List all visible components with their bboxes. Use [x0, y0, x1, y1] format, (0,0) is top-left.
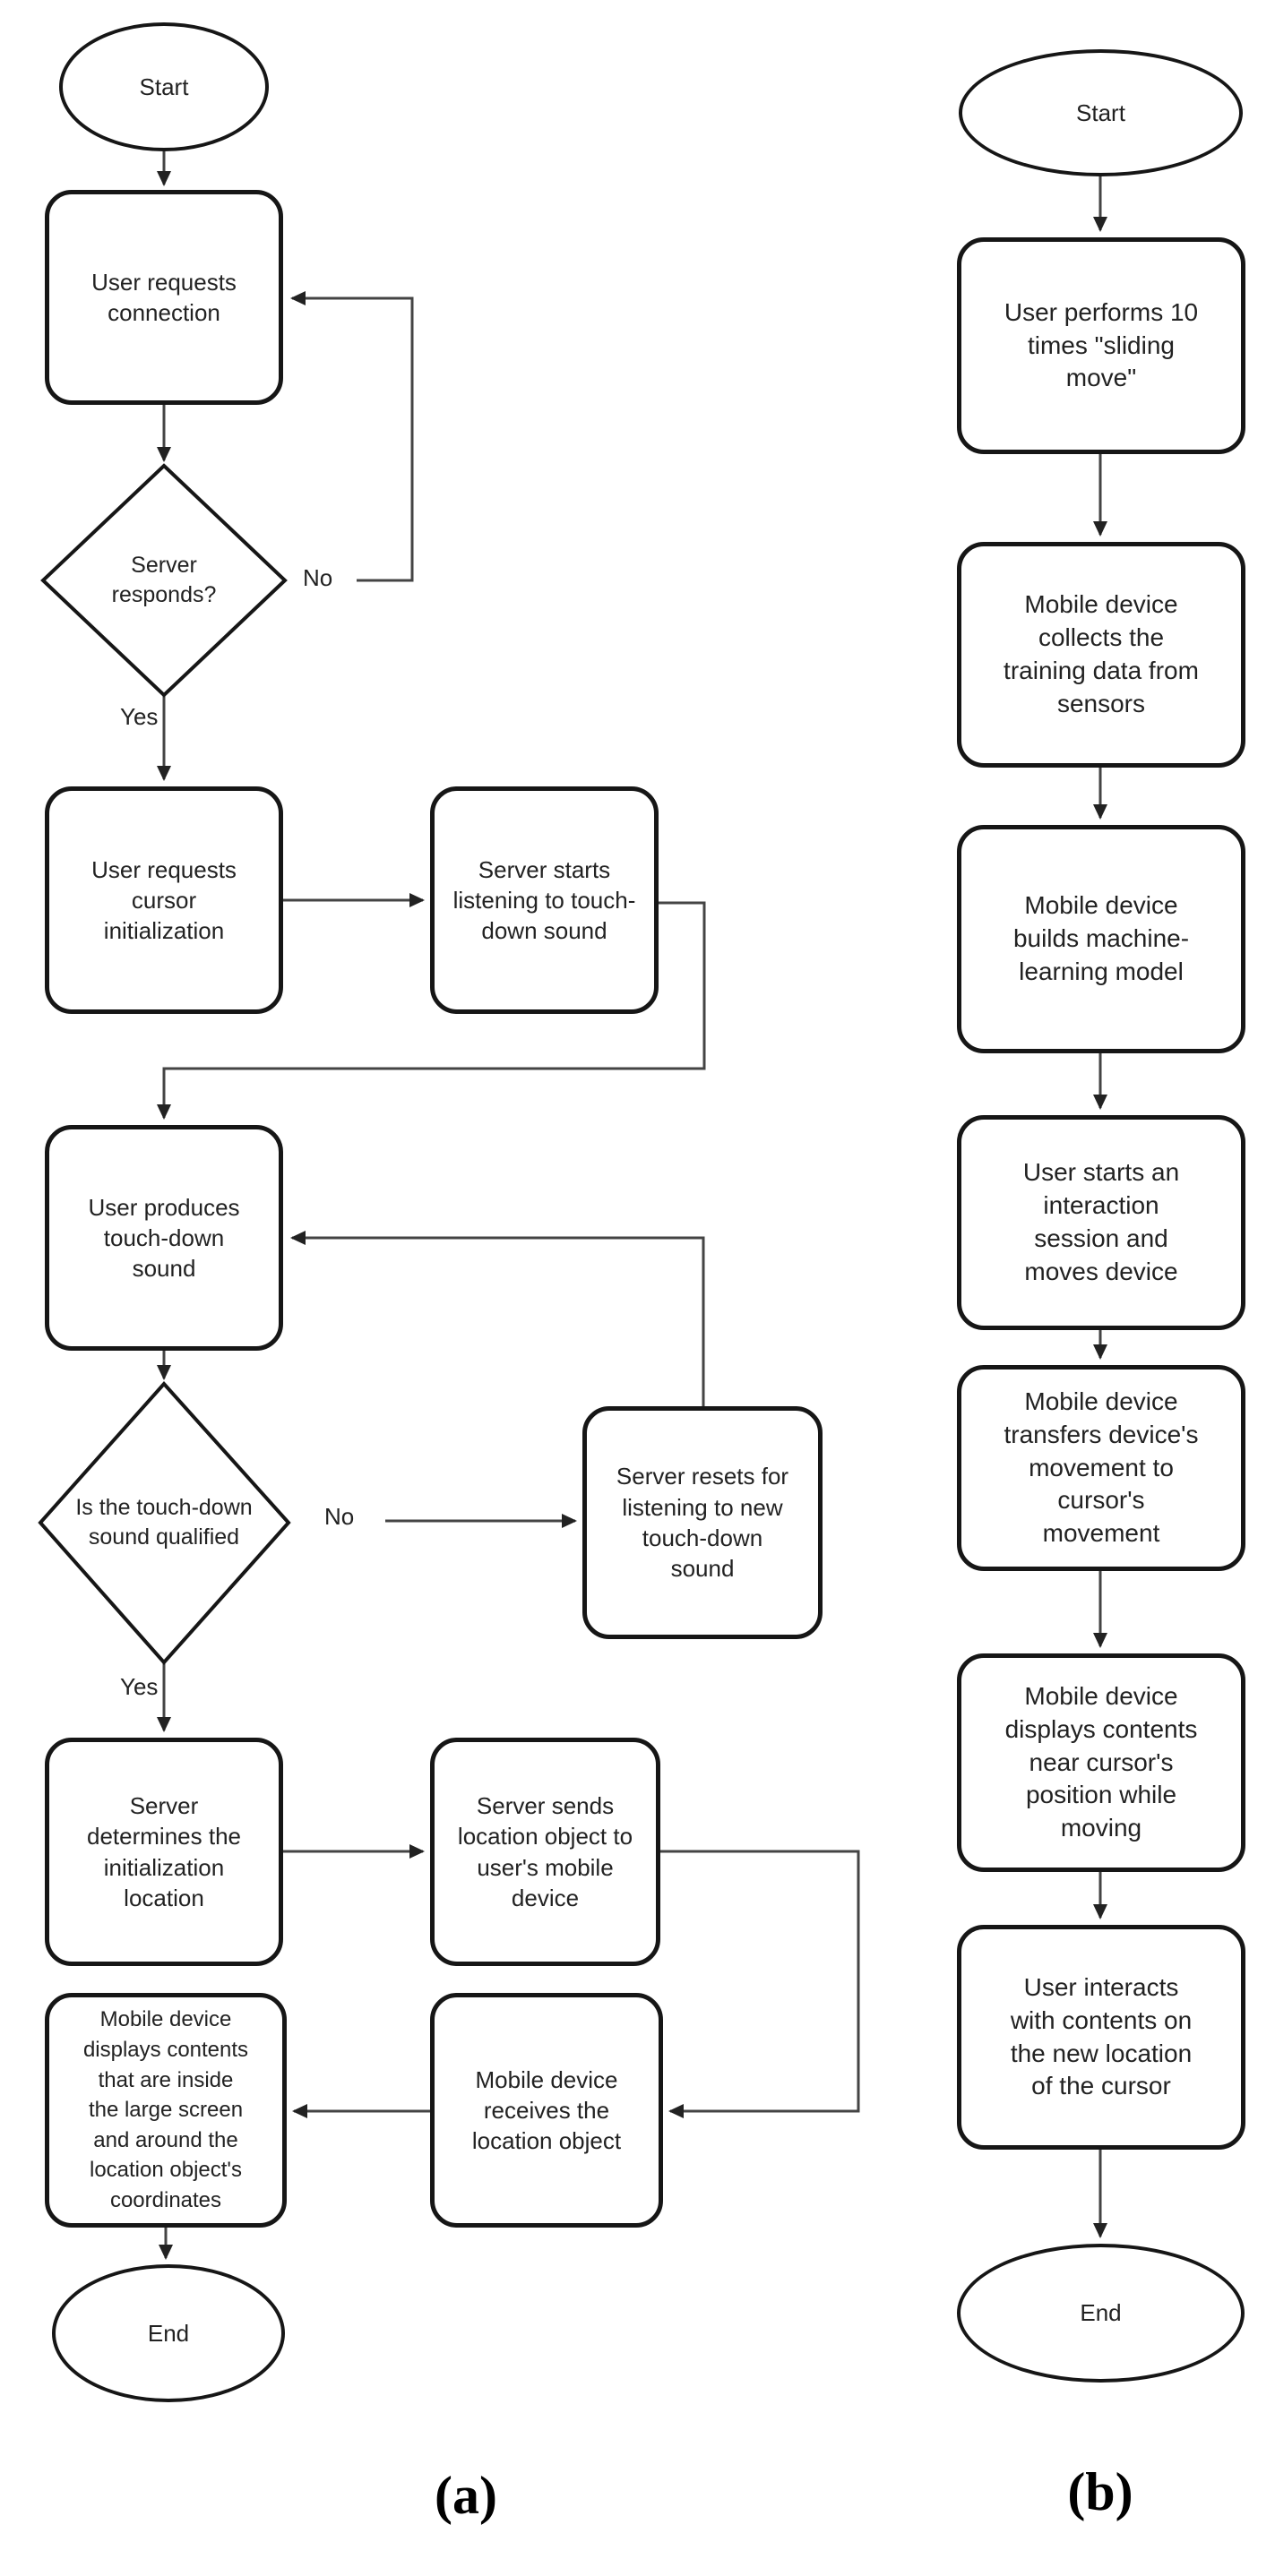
- caption-a: (a): [435, 2466, 497, 2525]
- process-displays-near-cursor: Mobile device displays contents near cur…: [957, 1653, 1245, 1872]
- decision-server-responds-shape: [40, 463, 288, 698]
- flow-a-connectors: [157, 151, 860, 2260]
- caption-b: (b): [1067, 2462, 1133, 2521]
- start-terminal-a: Start: [59, 22, 269, 151]
- process-cursor-initialization: User requests cursor initialization: [45, 786, 283, 1014]
- process-user-requests-connection: User requests connection: [45, 190, 283, 405]
- process-builds-model: Mobile device builds machine- learning m…: [957, 825, 1245, 1053]
- process-device-displays-coordinates: Mobile device displays contents that are…: [45, 1993, 287, 2228]
- process-device-receives: Mobile device receives the location obje…: [430, 1993, 663, 2228]
- edge-a6-a7: [660, 1850, 860, 2118]
- process-server-listening: Server starts listening to touch- down s…: [430, 786, 659, 1014]
- start-terminal-b: Start: [959, 49, 1243, 176]
- edge-decision1-no-loop: [290, 291, 414, 582]
- edge-label-yes-2: Yes: [120, 1673, 159, 1700]
- process-starts-session: User starts an interaction session and m…: [957, 1115, 1245, 1330]
- edge-label-yes-1: Yes: [120, 703, 159, 730]
- process-server-sends: Server sends location object to user's m…: [430, 1738, 660, 1966]
- process-user-produces-sound: User produces touch-down sound: [45, 1125, 283, 1351]
- end-terminal-a: End: [52, 2264, 285, 2402]
- decision-sound-qualified-label: Is the touch-down sound qualified: [75, 1495, 253, 1550]
- process-sliding-moves: User performs 10 times "sliding move": [957, 237, 1245, 454]
- edge-label-no-1: No: [303, 564, 333, 591]
- process-transfers-movement: Mobile device transfers device's movemen…: [957, 1365, 1245, 1571]
- end-terminal-b: End: [957, 2244, 1245, 2383]
- decision-sound-qualified-shape: [38, 1380, 291, 1666]
- edge-reset-return: [290, 1231, 705, 1406]
- process-server-determines: Server determines the initialization loc…: [45, 1738, 283, 1966]
- edge-label-no-2: No: [324, 1503, 355, 1530]
- process-server-resets: Server resets for listening to new touch…: [582, 1406, 823, 1639]
- process-collects-training-data: Mobile device collects the training data…: [957, 542, 1245, 768]
- edge-a3-a4: [157, 901, 706, 1120]
- flow-a-diamonds: [38, 463, 291, 1666]
- process-user-interacts: User interacts with contents on the new …: [957, 1925, 1245, 2150]
- decision-server-responds-label: Server responds?: [111, 553, 217, 607]
